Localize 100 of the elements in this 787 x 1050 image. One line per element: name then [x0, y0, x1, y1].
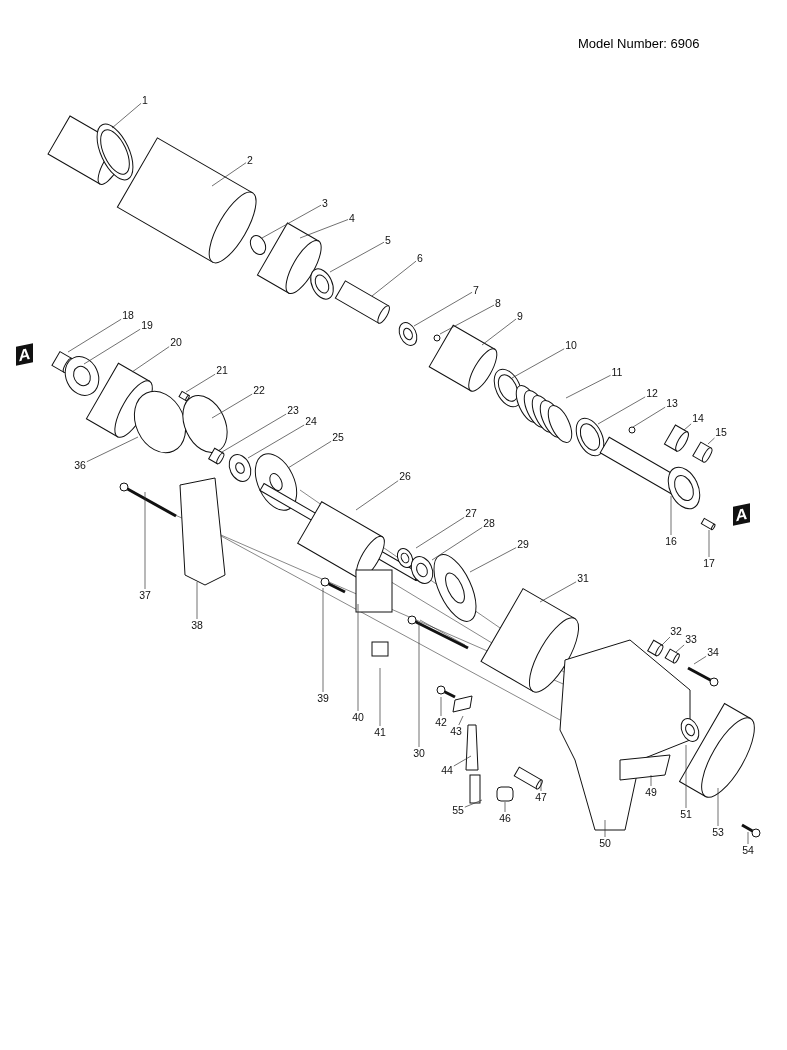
callout-number: 20	[169, 336, 183, 348]
callout-number: 30	[412, 747, 426, 759]
leader-line	[357, 603, 359, 712]
leader-line	[371, 260, 417, 297]
leader-line	[299, 219, 349, 239]
leader-line	[415, 517, 465, 549]
callout-number: 32	[669, 625, 683, 637]
leader-line	[439, 304, 495, 335]
callout-number: 27	[464, 507, 478, 519]
callout-number: 40	[351, 711, 365, 723]
leader-line	[661, 636, 671, 646]
callout-number: 9	[516, 310, 524, 322]
leader-line	[440, 696, 442, 717]
leader-line	[540, 780, 542, 792]
leader-line	[717, 787, 719, 827]
leader-line	[211, 393, 253, 419]
leader-line	[539, 581, 577, 603]
callout-number: 44	[440, 764, 454, 776]
callout-number: 12	[645, 387, 659, 399]
callout-number: 46	[498, 812, 512, 824]
callout-number: 21	[215, 364, 229, 376]
callout-number: 15	[714, 426, 728, 438]
callout-number: 37	[138, 589, 152, 601]
leader-line	[469, 547, 517, 573]
leader-line	[83, 328, 141, 365]
leader-line	[379, 667, 381, 727]
callout-number: 17	[702, 557, 716, 569]
leader-line	[464, 799, 483, 808]
leader-line	[597, 396, 646, 425]
leader-line	[261, 204, 322, 239]
callout-number: 33	[684, 633, 698, 645]
leader-line	[632, 406, 666, 428]
callout-number: 5	[384, 234, 392, 246]
leader-line	[287, 440, 332, 469]
callout-number: 43	[449, 725, 463, 737]
leader-line	[111, 103, 142, 129]
callout-number: 42	[434, 716, 448, 728]
callout-number: 18	[121, 309, 135, 321]
callout-number: 34	[706, 646, 720, 658]
leader-line	[708, 529, 710, 558]
callout-number: 8	[494, 297, 502, 309]
callout-number: 38	[190, 619, 204, 631]
callout-number: 13	[665, 397, 679, 409]
callout-number: 28	[482, 517, 496, 529]
leader-line	[322, 587, 324, 693]
callout-number: 24	[304, 415, 318, 427]
leader-line	[211, 162, 247, 187]
callout-number: 53	[711, 826, 725, 838]
leader-line	[683, 423, 692, 431]
leader-line	[86, 436, 139, 463]
leader-line	[693, 655, 707, 665]
leader-line	[458, 715, 464, 726]
callout-number: 11	[610, 366, 624, 378]
leader-line	[453, 755, 472, 767]
callout-number: 16	[664, 535, 678, 547]
callout-number: 1	[141, 94, 149, 106]
leader-line	[418, 621, 420, 748]
callout-number: 14	[691, 412, 705, 424]
leader-line	[185, 373, 216, 393]
callout-number: 47	[534, 791, 548, 803]
leader-line	[675, 644, 685, 653]
leader-line	[196, 581, 198, 620]
callout-number: 25	[331, 431, 345, 443]
leader-line	[131, 346, 170, 373]
callout-number: 23	[286, 404, 300, 416]
callout-number: 3	[321, 197, 329, 209]
leader-line	[670, 495, 672, 536]
leader-line	[650, 774, 652, 787]
callout-number: 55	[451, 804, 465, 816]
leader-line	[707, 437, 715, 445]
leader-line	[504, 801, 506, 813]
leader-line	[747, 831, 749, 845]
leader-line	[604, 819, 606, 838]
leader-line	[67, 318, 122, 353]
leader-line	[247, 424, 305, 459]
leader-line	[221, 413, 287, 453]
callout-number: 2	[246, 154, 254, 166]
leader-line	[329, 241, 385, 273]
leader-line	[355, 480, 399, 511]
callout-number: 31	[576, 572, 590, 584]
leader-line	[481, 318, 517, 346]
leader-line	[144, 491, 146, 590]
callout-number: 6	[416, 252, 424, 264]
section-marker: A	[733, 503, 750, 526]
callout-number: 22	[252, 384, 266, 396]
callout-number: 7	[472, 284, 480, 296]
callout-number: 54	[741, 844, 755, 856]
callout-number: 19	[140, 319, 154, 331]
callout-number: 10	[564, 339, 578, 351]
callout-number: 4	[348, 212, 356, 224]
leader-line	[565, 374, 611, 399]
callout-number: 41	[373, 726, 387, 738]
callout-number: 50	[598, 837, 612, 849]
model-number-heading: Model Number: 6906	[578, 36, 700, 51]
callout-number: 49	[644, 786, 658, 798]
leader-line	[511, 348, 565, 379]
leader-line	[685, 744, 687, 809]
leader-line	[431, 527, 483, 561]
callout-number: 39	[316, 692, 330, 704]
callout-number: 36	[73, 459, 87, 471]
